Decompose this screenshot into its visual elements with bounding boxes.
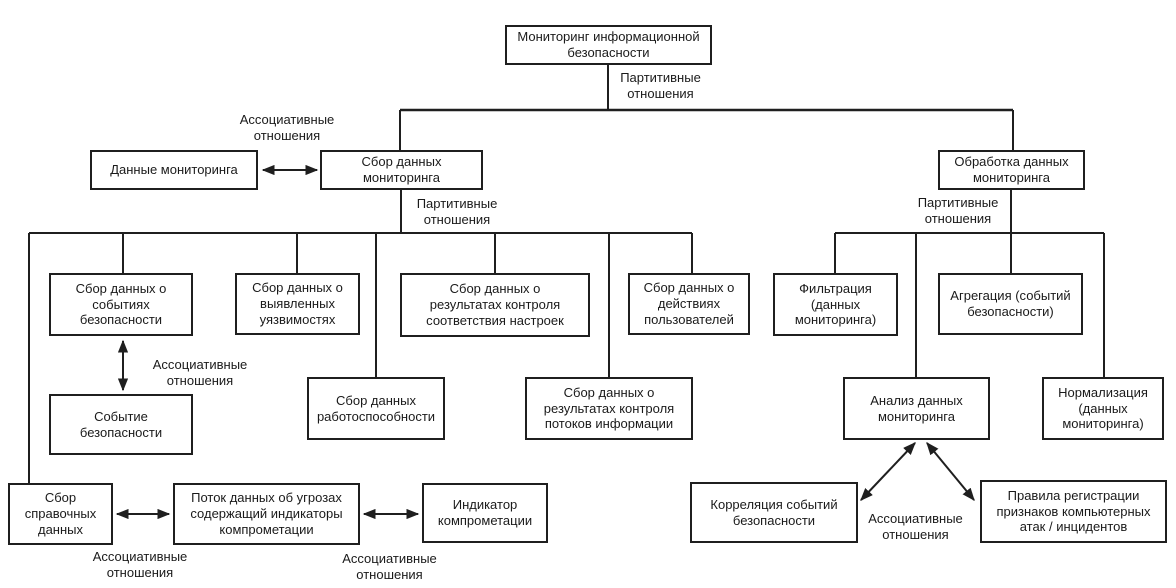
node-health: Сбор данных работоспособности bbox=[307, 377, 445, 440]
node-process: Обработка данных мониторинга bbox=[938, 150, 1085, 190]
node-aggregation: Агрегация (событий безопасности) bbox=[938, 273, 1083, 335]
edge-label-associative-bottom-right: Ассоциативные отношения bbox=[868, 511, 963, 543]
node-user-actions: Сбор данных о действиях пользователей bbox=[628, 273, 750, 335]
node-vulns: Сбор данных о выявленных уязвимостях bbox=[235, 273, 360, 335]
node-threat-feed: Поток данных об угрозах содержащий индик… bbox=[173, 483, 360, 545]
edge-label-partitive-left: Партитивные отношения bbox=[416, 196, 498, 228]
node-config: Сбор данных о результатах контроля соотв… bbox=[400, 273, 590, 337]
edge-label-associative-events: Ассоциативные отношения bbox=[152, 357, 248, 389]
node-ioc: Индикатор компрометации bbox=[422, 483, 548, 543]
edge-label-associative-bottom-2: Ассоциативные отношения bbox=[342, 551, 437, 583]
node-ref-data: Сбор справочных данных bbox=[8, 483, 113, 545]
edge-label-partitive-right: Партитивные отношения bbox=[917, 195, 999, 227]
node-root: Мониторинг информационной безопасности bbox=[505, 25, 712, 65]
edge-label-associative-bottom-1: Ассоциативные отношения bbox=[92, 549, 188, 581]
node-normalization: Нормализация (данных мониторинга) bbox=[1042, 377, 1164, 440]
node-correlation: Корреляция событий безопасности bbox=[690, 482, 858, 543]
node-flows: Сбор данных о результатах контроля поток… bbox=[525, 377, 693, 440]
double-arrow-analysis-correlation bbox=[860, 442, 916, 501]
node-monitoring-data: Данные мониторинга bbox=[90, 150, 258, 190]
edge-label-partitive-top: Партитивные отношения bbox=[620, 70, 701, 102]
node-collect: Сбор данных мониторинга bbox=[320, 150, 483, 190]
double-arrow-analysis-rules bbox=[926, 441, 975, 502]
node-filter: Фильтрация (данных мониторинга) bbox=[773, 273, 898, 336]
node-rules: Правила регистрации признаков компьютерн… bbox=[980, 480, 1167, 543]
edge-label-associative-top-left: Ассоциативные отношения bbox=[239, 112, 335, 144]
node-events: Сбор данных о событиях безопасности bbox=[49, 273, 193, 336]
node-analysis: Анализ данных мониторинга bbox=[843, 377, 990, 440]
node-security-event: Событие безопасности bbox=[49, 394, 193, 455]
